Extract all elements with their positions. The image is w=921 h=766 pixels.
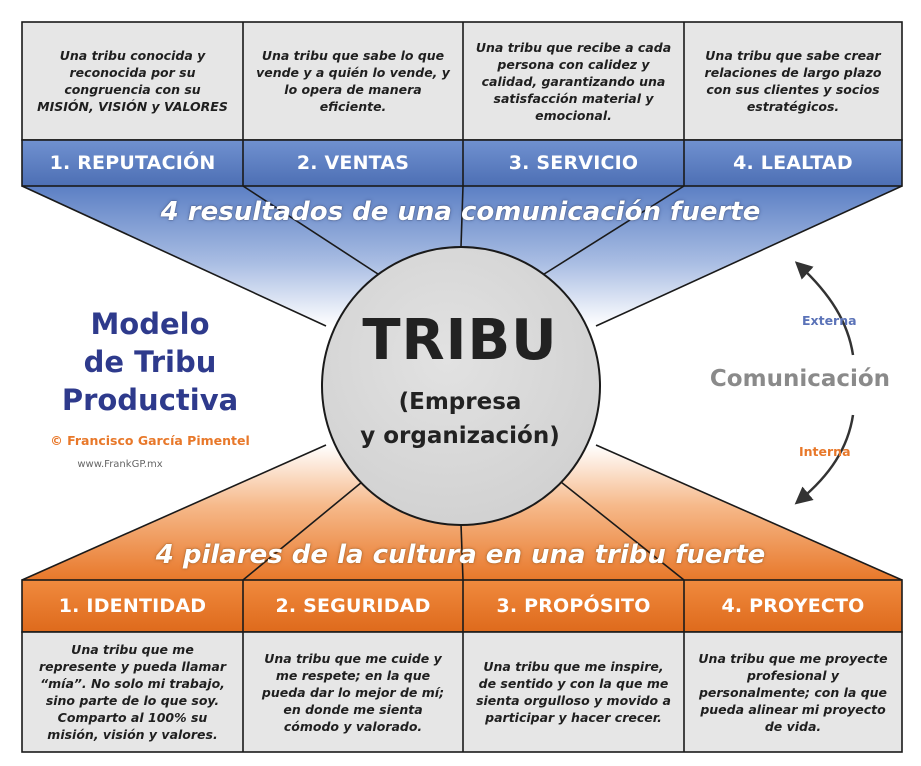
pillar-title-seguridad: 2. SEGURIDAD <box>275 595 431 617</box>
bottom-banner: 4 pilares de la cultura en una tribu fue… <box>155 540 766 570</box>
model-title-line3: Productiva <box>61 383 239 417</box>
result-description-servicio: Una tribu que recibe a cada persona con … <box>475 39 672 123</box>
center-subtitle-line1: (Empresa <box>398 389 522 415</box>
pillar-title-identidad: 1. IDENTIDAD <box>58 595 207 617</box>
bottom-fan-lines <box>21 444 903 581</box>
pillar-title-proyecto: 4. PROYECTO <box>721 595 865 617</box>
internal-label: Interna <box>799 444 851 459</box>
result-description-reputacion: Una tribu conocida y reconocida por su c… <box>37 48 228 114</box>
center-title: TRIBU <box>362 308 558 373</box>
bottom-cells <box>21 631 903 753</box>
external-label: Externa <box>802 313 857 328</box>
bottom-header-bar <box>21 579 903 633</box>
result-title-servicio: 3. SERVICIO <box>508 152 639 174</box>
copyright: © Francisco García Pimentel <box>50 433 250 448</box>
top-fan-lines <box>21 185 903 327</box>
pillar-description-seguridad: Una tribu que me cuide y me respete; en … <box>261 650 445 734</box>
result-description-ventas: Una tribu que sabe lo que vende y a quié… <box>256 48 450 114</box>
result-title-reputacion: 1. REPUTACIÓN <box>49 152 216 174</box>
top-cells <box>21 21 903 141</box>
result-description-lealtad: Una tribu que sabe crear relaciones de l… <box>704 48 882 114</box>
pillar-description-proyecto: Una tribu que me proyecte profesional y … <box>698 650 888 734</box>
center-subtitle-line2: y organización) <box>360 423 560 449</box>
pillar-description-identidad: Una tribu que me represente y pueda llam… <box>38 642 227 742</box>
external-arrow-icon <box>794 261 855 356</box>
model-title: Modelo de Tribu Productiva <box>30 305 270 419</box>
communication-label: Comunicación <box>709 366 891 392</box>
pillar-title-proposito: 3. PROPÓSITO <box>496 595 651 617</box>
internal-arrow-icon <box>794 414 855 505</box>
pillar-description-proposito: Una tribu que me inspire, de sentido y c… <box>476 659 671 725</box>
tribe-circle <box>321 246 601 526</box>
result-title-ventas: 2. VENTAS <box>296 152 410 174</box>
model-title-line1: Modelo <box>90 307 210 341</box>
website: www.FrankGP.mx <box>77 459 163 470</box>
model-title-line2: de Tribu <box>83 345 217 379</box>
result-title-lealtad: 4. LEALTAD <box>733 152 853 174</box>
top-banner: 4 resultados de una comunicación fuerte <box>160 197 761 227</box>
top-header-bar <box>21 139 903 187</box>
